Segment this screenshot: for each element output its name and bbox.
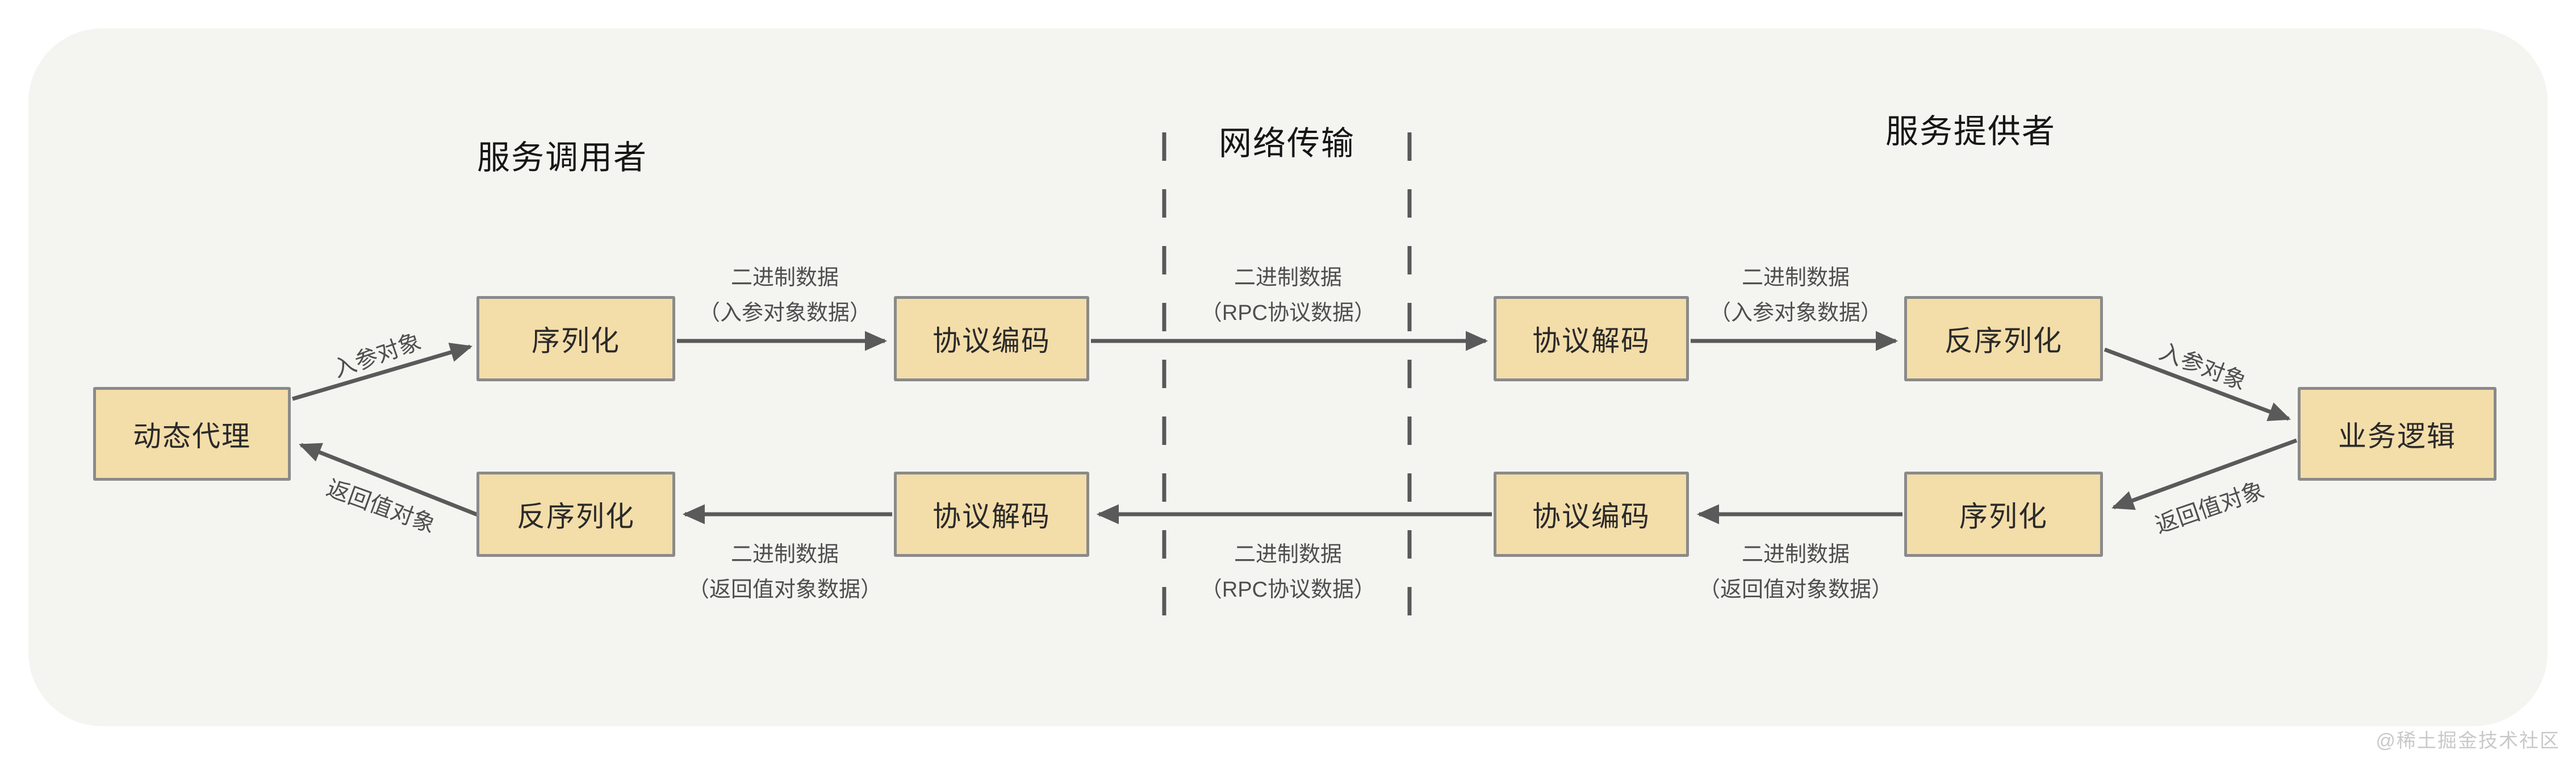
section-title-network-transmission: 网络传输 <box>1218 125 1356 162</box>
node-serialize-top: 序列化 <box>476 296 675 381</box>
arrow-business-to-serialize <box>2111 438 2298 510</box>
node-protocol-encode-top: 协议编码 <box>894 296 1089 381</box>
node-protocol-decode-top: 协议解码 <box>1494 296 1689 381</box>
edge-label-line2: （返回值对象数据） <box>1698 578 1893 602</box>
section-title-service-provider: 服务提供者 <box>1885 113 2056 150</box>
node-protocol-decode-bottom: 协议解码 <box>894 472 1089 557</box>
node-serialize-bottom: 序列化 <box>1904 472 2103 557</box>
node-deserialize-bottom: 反序列化 <box>476 472 675 557</box>
edge-label-line2: （入参对象数据） <box>698 301 872 325</box>
edge-label-line2: （RPC协议数据） <box>1200 301 1376 325</box>
arrow-deserialize-to-proxy <box>299 443 479 517</box>
diagram-card <box>28 28 2548 726</box>
edge-label-line2: （入参对象数据） <box>1709 301 1883 325</box>
edge-label-line1: 二进制数据 <box>1741 266 1850 290</box>
edge-label-line2: （RPC协议数据） <box>1200 578 1376 602</box>
section-title-service-caller: 服务调用者 <box>476 139 648 176</box>
node-business-logic: 业务逻辑 <box>2298 387 2496 481</box>
edge-label-line1: 二进制数据 <box>730 543 839 567</box>
edge-label-binary-return-bottom-right: 二进制数据 （返回值对象数据） <box>1699 537 1893 607</box>
node-dynamic-proxy: 动态代理 <box>93 387 291 481</box>
edge-label-line1: 二进制数据 <box>1741 543 1850 567</box>
node-deserialize-top: 反序列化 <box>1904 296 2103 381</box>
arrow-deserialize-to-business <box>2104 347 2291 422</box>
watermark-text: @稀土掘金技术社区 <box>2376 730 2560 752</box>
edge-label-binary-rpc-bottom-middle: 二进制数据 （RPC协议数据） <box>1201 537 1375 607</box>
edge-label-binary-return-bottom-left: 二进制数据 （返回值对象数据） <box>688 537 882 607</box>
edge-label-binary-in-param-top-left: 二进制数据 （入参对象数据） <box>699 260 871 331</box>
arrow-proxy-to-serialize <box>292 343 473 401</box>
edge-label-line1: 二进制数据 <box>1233 543 1343 567</box>
edge-label-line1: 二进制数据 <box>1233 266 1343 290</box>
edge-label-binary-in-param-top-right: 二进制数据 （入参对象数据） <box>1709 260 1882 331</box>
node-protocol-encode-bottom: 协议编码 <box>1494 472 1689 557</box>
edge-label-line2: （返回值对象数据） <box>687 578 883 602</box>
edge-label-binary-rpc-top-middle: 二进制数据 （RPC协议数据） <box>1201 260 1375 331</box>
edge-label-line1: 二进制数据 <box>730 266 839 290</box>
